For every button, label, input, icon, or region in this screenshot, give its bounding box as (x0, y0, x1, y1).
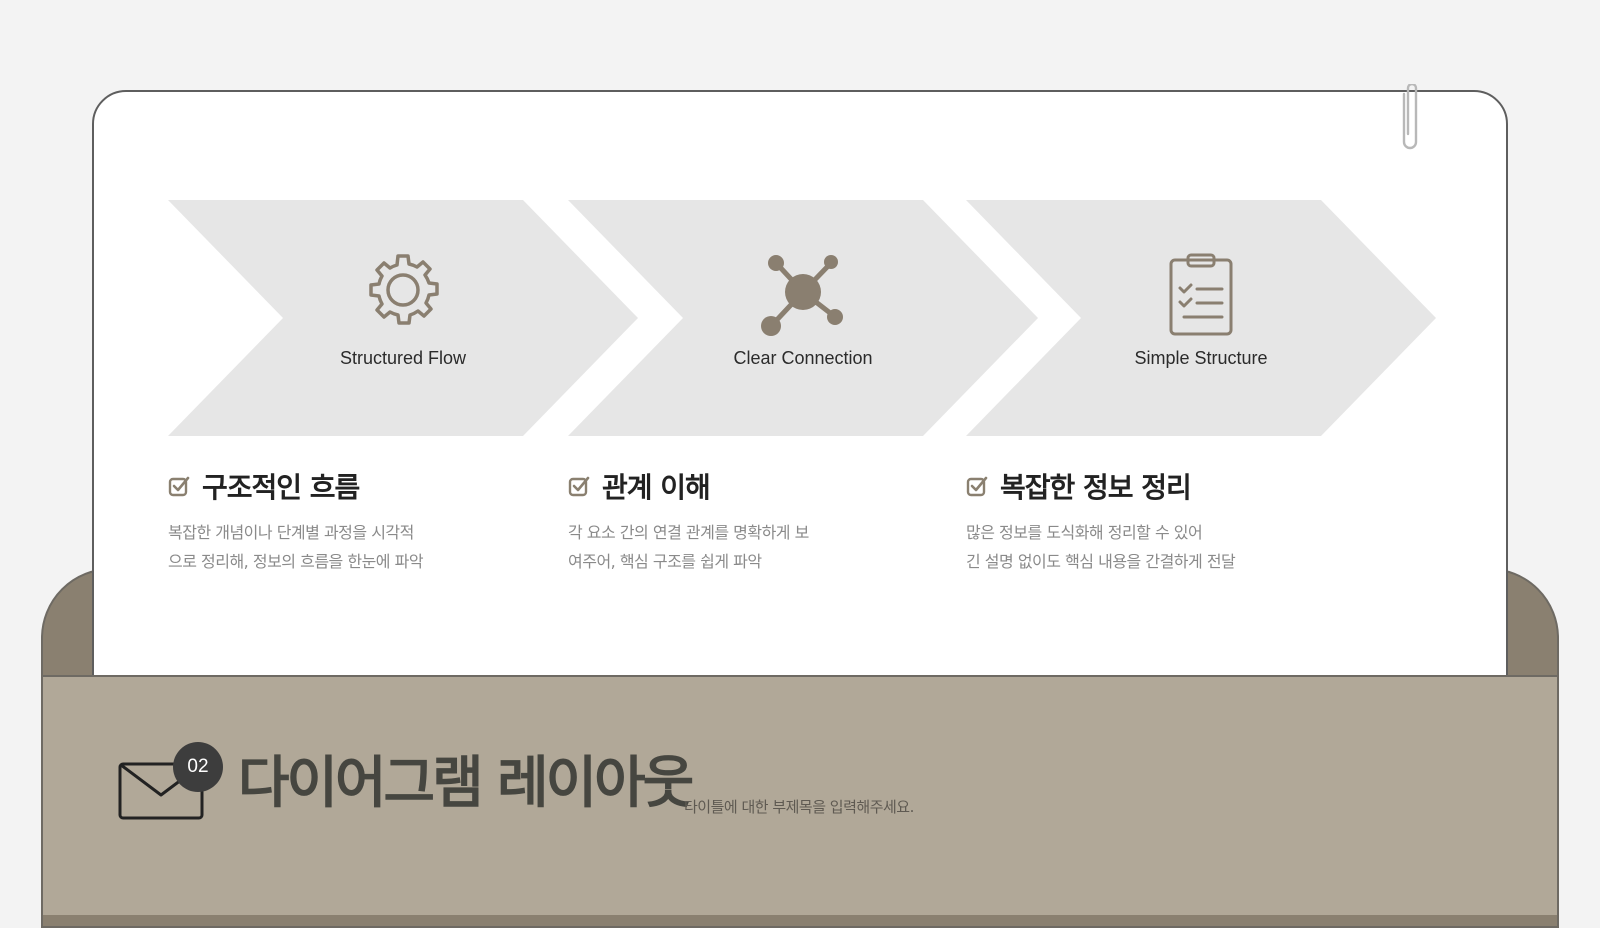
feature-description: 많은 정보를 도식화해 정리할 수 있어 긴 설명 없이도 핵심 내용을 간결하… (966, 523, 1236, 571)
feature-item-3: 복잡한 정보 정리 많은 정보를 도식화해 정리할 수 있어 긴 설명 없이도 … (966, 466, 1366, 576)
envelope-pocket (41, 675, 1559, 915)
page-subtitle: 타이틀에 대한 부제목을 입력해주세요. (684, 798, 914, 816)
step-arrow-2: Clear Connection (568, 200, 1038, 436)
feature-item-2: 관계 이해 각 요소 간의 연결 관계를 명확하게 보 여주어, 핵심 구조를 … (568, 466, 928, 576)
clipboard-checklist-icon (966, 252, 1436, 340)
gear-icon (168, 252, 638, 336)
step-arrow-1: Structured Flow (168, 200, 638, 436)
network-icon (568, 252, 1038, 340)
paperclip-icon (1402, 84, 1418, 150)
feature-description: 복잡한 개념이나 단계별 과정을 시각적 으로 정리해, 정보의 흐름을 한눈에… (168, 523, 424, 571)
step-label: Structured Flow (339, 348, 467, 368)
feature-title: 관계 이해 (602, 471, 711, 504)
checkbox-check-icon (168, 476, 190, 497)
step-label: Clear Connection (733, 348, 873, 368)
feature-title: 구조적인 흐름 (202, 471, 360, 504)
feature-item-1: 구조적인 흐름 복잡한 개념이나 단계별 과정을 시각적 으로 정리해, 정보의… (168, 466, 528, 576)
step-label: Simple Structure (1134, 348, 1268, 368)
page-title: 다이어그램 레이아웃 (238, 751, 694, 816)
feature-title: 복잡한 정보 정리 (1000, 471, 1192, 504)
checkbox-check-icon (568, 476, 590, 497)
step-arrow-3: Simple Structure (966, 200, 1436, 436)
section-number-badge: 02 (173, 742, 223, 792)
checkbox-check-icon (966, 476, 988, 497)
feature-description: 각 요소 간의 연결 관계를 명확하게 보 여주어, 핵심 구조를 쉽게 파악 (568, 523, 809, 571)
